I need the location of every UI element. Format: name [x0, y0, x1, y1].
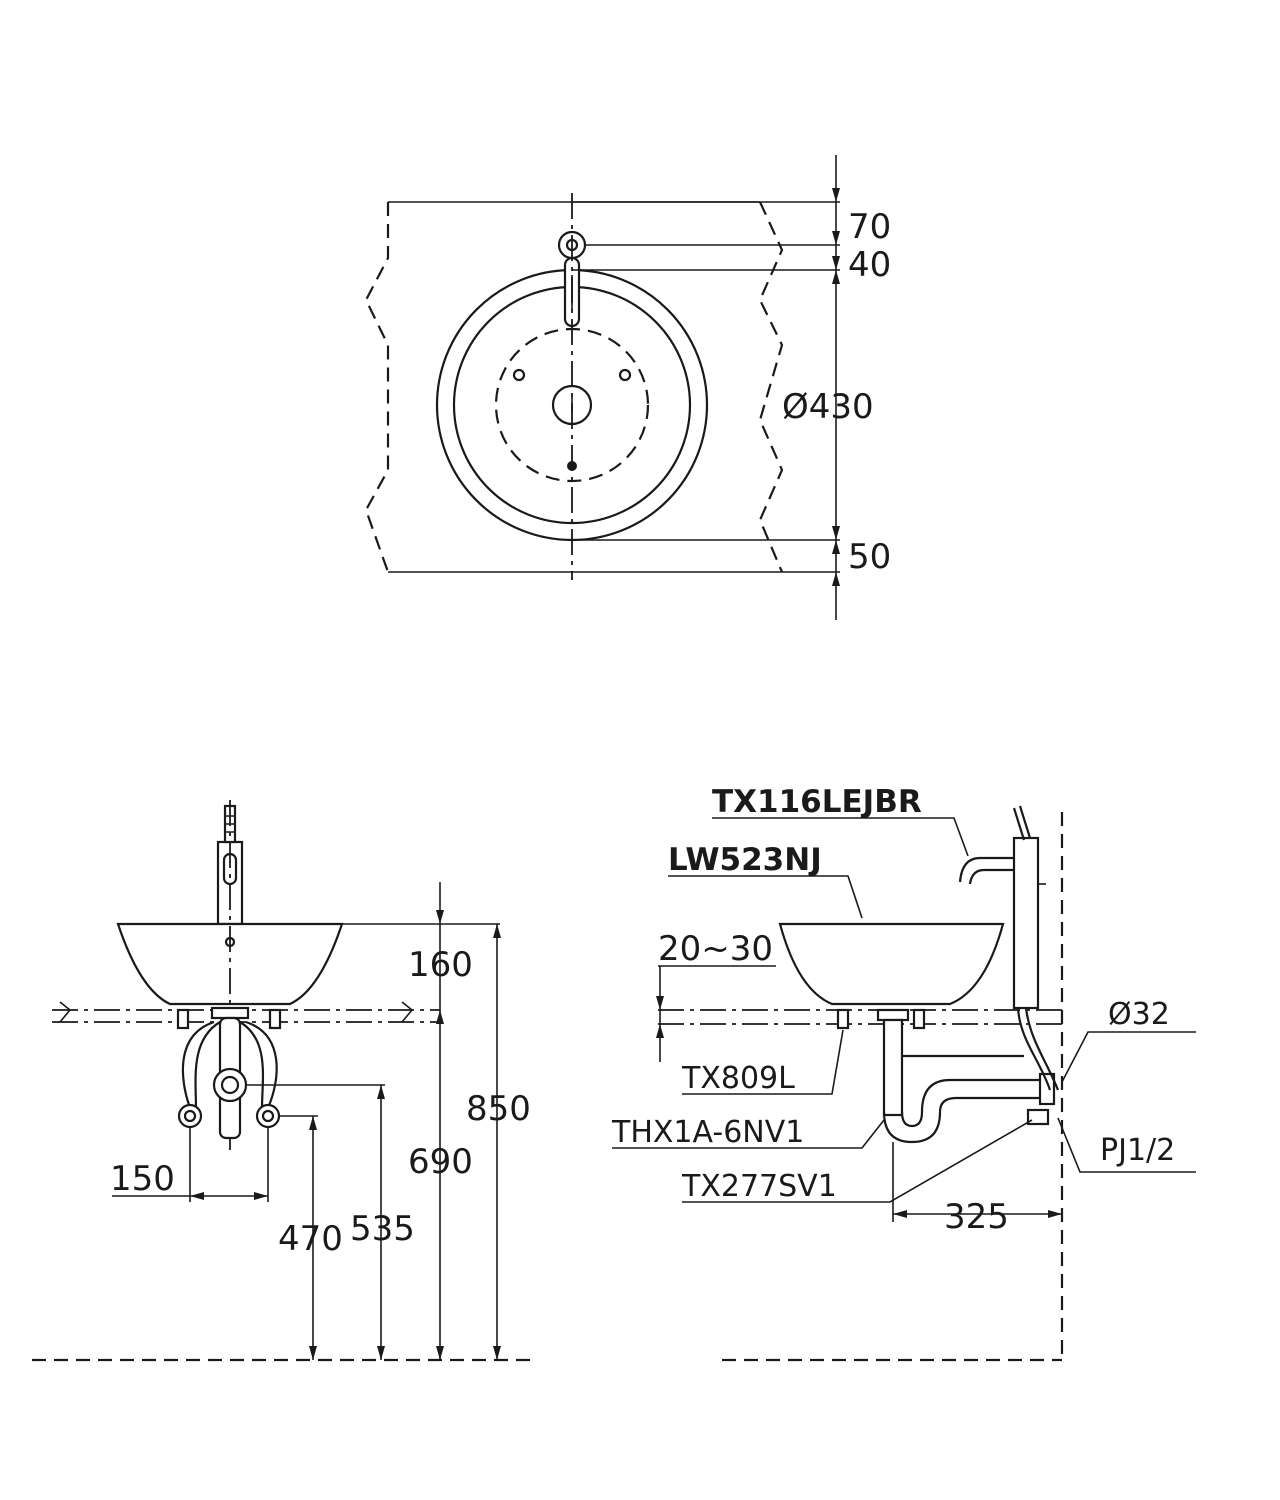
- leader-drain: [682, 1029, 844, 1095]
- arrow-160-bottom: [436, 1010, 444, 1024]
- side-countertop: [658, 1009, 1062, 1025]
- arrow-50-bottom: [832, 572, 840, 586]
- front-drain-flange: [210, 1006, 250, 1020]
- dim-50-label: 50: [848, 537, 891, 577]
- countertop-break-right: [758, 201, 784, 573]
- leader-thread: [1057, 1117, 1196, 1173]
- thread-spec-label: PJ1/2: [1100, 1133, 1175, 1168]
- front-flex-hoses: [181, 1020, 278, 1109]
- side-wall-flange: [1038, 1072, 1056, 1106]
- side-bolt-2: [912, 1008, 926, 1030]
- arrow-535-bottom: [377, 1346, 385, 1360]
- drain-model-label: TX809L: [681, 1061, 795, 1096]
- arrow-470-bottom: [309, 1346, 317, 1360]
- dim-430-label: Ø430: [782, 387, 874, 427]
- front-bolt-left: [176, 1008, 190, 1030]
- side-view: TX116LEJBR LW523NJ 20~30 TX809L THX1A-6N…: [611, 784, 1196, 1362]
- leader-faucet: [712, 817, 969, 857]
- top-view: 70 40 Ø430 50: [364, 155, 891, 620]
- dim-40-label: 40: [848, 245, 891, 285]
- fixing-hole-left: [512, 368, 526, 382]
- pipe-dim-label: Ø32: [1108, 997, 1170, 1032]
- front-basin-bowl: [116, 922, 344, 1006]
- arrow-535-top: [377, 1085, 385, 1099]
- arrow-150-right: [254, 1192, 268, 1200]
- side-faucet-body: [1012, 836, 1040, 1010]
- trap-model-label: THX1A-6NV1: [611, 1115, 804, 1150]
- side-bolt: [836, 1008, 850, 1030]
- side-angle-valve: [1026, 1108, 1050, 1126]
- fixing-hole-right: [618, 368, 632, 382]
- side-trap: [882, 1111, 942, 1144]
- arrow-70-bottom: [832, 231, 840, 245]
- dim-150-label: 150: [110, 1159, 175, 1199]
- front-valve-left-inner: [183, 1109, 197, 1123]
- arrow-325-left: [893, 1210, 907, 1218]
- valve-model-label: TX277SV1: [681, 1169, 837, 1204]
- side-faucet-handle: [1012, 805, 1032, 841]
- arrow-430-top: [832, 270, 840, 284]
- faucet-model-label: TX116LEJBR: [712, 784, 922, 820]
- dim-70-label: 70: [848, 207, 891, 247]
- dim-160-label: 160: [408, 945, 473, 985]
- countertop-break-left: [364, 202, 390, 573]
- side-trap-outlet: [920, 1078, 1040, 1113]
- front-trap-inner: [220, 1075, 240, 1095]
- basin-model-label: LW523NJ: [668, 842, 822, 878]
- front-valve-right: [255, 1103, 281, 1129]
- front-trap: [212, 1067, 248, 1103]
- front-flex-hoses-inner: [194, 1021, 265, 1109]
- side-flex-hose: [1016, 1007, 1060, 1091]
- dim-850-label: 850: [466, 1089, 531, 1129]
- arrow-counter-bottom: [656, 1024, 664, 1038]
- arrow-470-top: [309, 1116, 317, 1130]
- arrow-690-bottom: [436, 1346, 444, 1360]
- dim-690-label: 690: [408, 1142, 473, 1182]
- leader-basin: [668, 875, 863, 919]
- arrow-325-right: [1048, 1210, 1062, 1218]
- side-drain-pipe: [882, 1018, 904, 1117]
- arrow-850-bottom: [493, 1346, 501, 1360]
- arrow-40: [832, 256, 840, 270]
- leader-pipe: [1061, 1031, 1196, 1083]
- arrow-430-bottom: [832, 526, 840, 540]
- front-view: 160 690 850 535 470 150: [32, 800, 538, 1362]
- dim-535-label: 535: [350, 1209, 415, 1249]
- leader-trap: [612, 1119, 885, 1149]
- front-bolt-right: [268, 1008, 282, 1030]
- arrow-150-left: [190, 1192, 204, 1200]
- dim-470-label: 470: [278, 1219, 343, 1259]
- arrow-counter-top: [656, 996, 664, 1010]
- front-valve-right-inner: [261, 1109, 275, 1123]
- arrow-70-top: [832, 188, 840, 202]
- arrow-160-top: [436, 910, 444, 924]
- dim-325-label: 325: [944, 1197, 1009, 1237]
- front-valve-left: [177, 1103, 203, 1129]
- leader-valve: [682, 1119, 1033, 1203]
- side-basin-bowl: [778, 922, 1005, 1006]
- side-drain-flange: [876, 1008, 910, 1022]
- arrow-850-top: [493, 924, 501, 938]
- side-faucet-spout: [958, 856, 1014, 885]
- front-countertop-breaks: [59, 1001, 414, 1023]
- counter-thickness-label: 20~30: [658, 929, 773, 969]
- arrow-50-top: [832, 540, 840, 554]
